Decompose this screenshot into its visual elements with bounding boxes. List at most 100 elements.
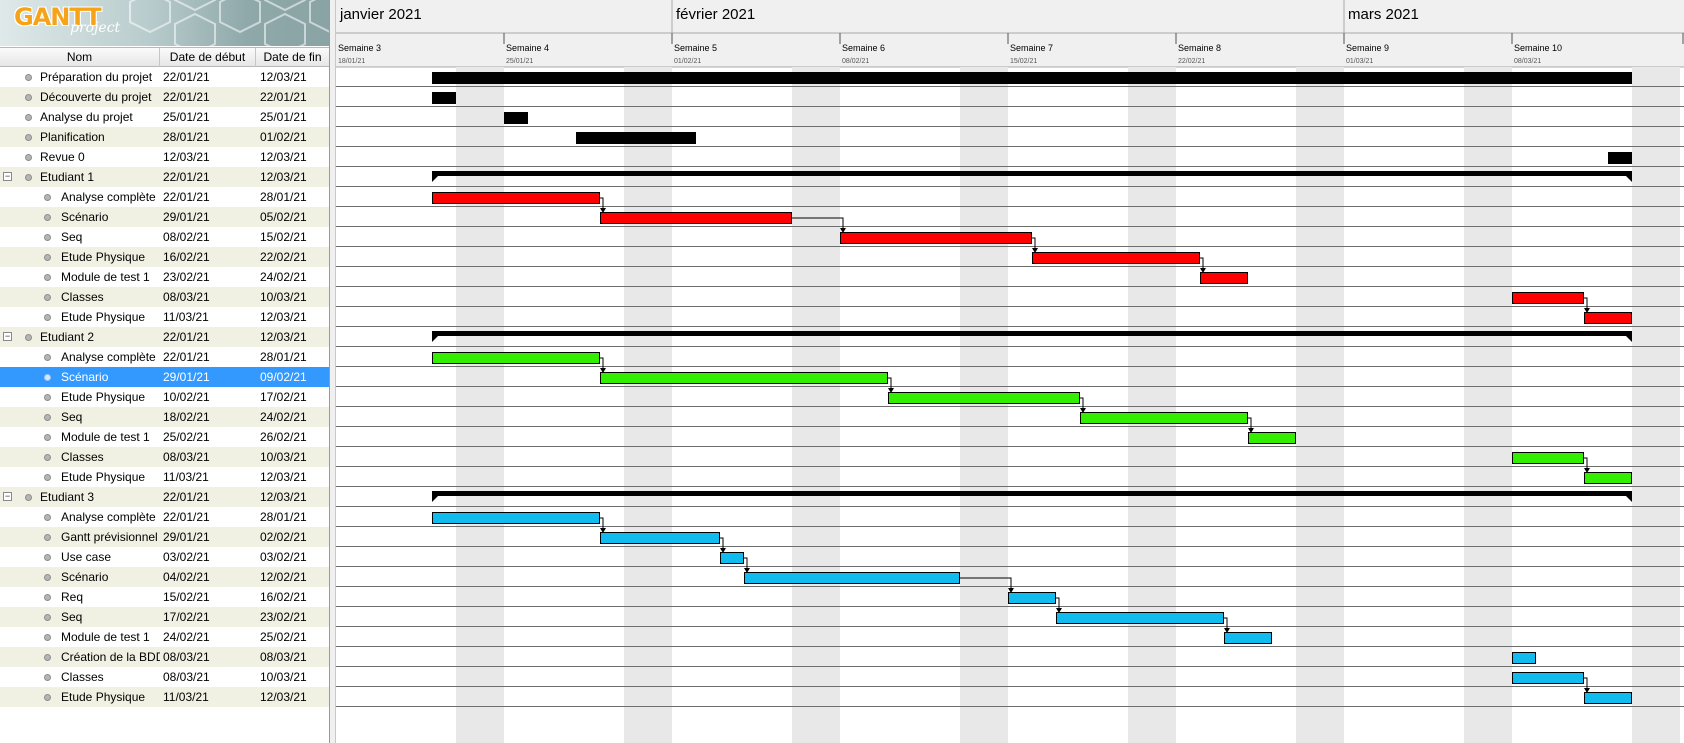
- summary-bar[interactable]: [432, 491, 1632, 496]
- task-start-date[interactable]: 11/03/21: [163, 690, 209, 704]
- task-start-date[interactable]: 22/01/21: [163, 330, 210, 344]
- task-bar[interactable]: [1080, 412, 1248, 424]
- task-end-date[interactable]: 09/02/21: [260, 370, 307, 384]
- task-bar[interactable]: [1200, 272, 1248, 284]
- task-end-date[interactable]: 05/02/21: [260, 210, 307, 224]
- task-name-cell[interactable]: Etude Physique: [0, 247, 160, 267]
- task-start-date[interactable]: 08/03/21: [163, 650, 210, 664]
- task-name-cell[interactable]: Module de test 1: [0, 267, 160, 287]
- task-end-date[interactable]: 12/03/21: [260, 310, 307, 324]
- task-start-date[interactable]: 22/01/21: [163, 350, 210, 364]
- task-start-date[interactable]: 15/02/21: [163, 590, 210, 604]
- task-bar[interactable]: [1584, 692, 1632, 704]
- task-start-date[interactable]: 29/01/21: [163, 530, 210, 544]
- task-end-date[interactable]: 08/03/21: [260, 650, 307, 664]
- task-start-date[interactable]: 03/02/21: [163, 550, 210, 564]
- task-name-cell[interactable]: −Etudiant 1: [0, 167, 160, 187]
- task-end-date[interactable]: 03/02/21: [260, 550, 307, 564]
- task-bar[interactable]: [504, 112, 528, 124]
- task-end-date[interactable]: 10/03/21: [260, 450, 307, 464]
- task-bar[interactable]: [1008, 592, 1056, 604]
- task-bar[interactable]: [576, 132, 696, 144]
- summary-bar[interactable]: [432, 331, 1632, 336]
- task-end-date[interactable]: 25/02/21: [260, 630, 307, 644]
- task-name-cell[interactable]: Etude Physique: [0, 307, 160, 327]
- task-bar[interactable]: [888, 392, 1080, 404]
- task-end-date[interactable]: 25/01/21: [260, 110, 307, 124]
- task-bar[interactable]: [840, 232, 1032, 244]
- task-bar[interactable]: [600, 532, 720, 544]
- task-bar[interactable]: [1608, 152, 1632, 164]
- task-start-date[interactable]: 22/01/21: [163, 190, 210, 204]
- task-bar[interactable]: [1584, 472, 1632, 484]
- task-bar[interactable]: [1512, 452, 1584, 464]
- task-start-date[interactable]: 22/01/21: [163, 170, 210, 184]
- collapse-toggle-icon[interactable]: −: [3, 491, 12, 501]
- task-bar[interactable]: [432, 192, 600, 204]
- task-end-date[interactable]: 22/01/21: [260, 90, 307, 104]
- task-name-cell[interactable]: Planification: [0, 127, 160, 147]
- summary-bar[interactable]: [432, 171, 1632, 176]
- task-bar[interactable]: [1512, 292, 1584, 304]
- task-name-cell[interactable]: Analyse complète: [0, 507, 160, 527]
- task-name-cell[interactable]: Analyse complète: [0, 347, 160, 367]
- task-start-date[interactable]: 25/02/21: [163, 430, 210, 444]
- task-start-date[interactable]: 10/02/21: [163, 390, 210, 404]
- task-start-date[interactable]: 29/01/21: [163, 370, 210, 384]
- task-end-date[interactable]: 10/03/21: [260, 290, 307, 304]
- task-start-date[interactable]: 11/03/21: [163, 310, 209, 324]
- task-bar[interactable]: [744, 572, 960, 584]
- collapse-toggle-icon[interactable]: −: [3, 171, 12, 181]
- task-start-date[interactable]: 22/01/21: [163, 90, 210, 104]
- task-name-cell[interactable]: Préparation du projet: [0, 67, 160, 87]
- task-start-date[interactable]: 16/02/21: [163, 250, 210, 264]
- task-start-date[interactable]: 08/03/21: [163, 450, 210, 464]
- task-end-date[interactable]: 12/03/21: [260, 470, 307, 484]
- task-end-date[interactable]: 12/03/21: [260, 490, 307, 504]
- column-header-name[interactable]: Nom: [0, 48, 160, 67]
- task-start-date[interactable]: 22/01/21: [163, 490, 210, 504]
- task-name-cell[interactable]: −Etudiant 3: [0, 487, 160, 507]
- task-end-date[interactable]: 28/01/21: [260, 510, 307, 524]
- task-end-date[interactable]: 12/03/21: [260, 690, 307, 704]
- task-end-date[interactable]: 12/03/21: [260, 170, 307, 184]
- task-bar[interactable]: [600, 372, 888, 384]
- task-bar[interactable]: [432, 92, 456, 104]
- task-end-date[interactable]: 10/03/21: [260, 670, 307, 684]
- task-end-date[interactable]: 17/02/21: [260, 390, 307, 404]
- task-bar[interactable]: [1584, 312, 1632, 324]
- task-end-date[interactable]: 12/02/21: [260, 570, 307, 584]
- task-start-date[interactable]: 23/02/21: [163, 270, 210, 284]
- task-end-date[interactable]: 22/02/21: [260, 250, 307, 264]
- column-header-start-date[interactable]: Date de début: [160, 48, 256, 67]
- task-bar[interactable]: [432, 72, 1632, 84]
- task-bar[interactable]: [432, 512, 600, 524]
- task-end-date[interactable]: 02/02/21: [260, 530, 307, 544]
- task-bar[interactable]: [1512, 672, 1584, 684]
- task-start-date[interactable]: 29/01/21: [163, 210, 210, 224]
- task-end-date[interactable]: 24/02/21: [260, 270, 307, 284]
- task-bar[interactable]: [432, 352, 600, 364]
- task-name-cell[interactable]: Etude Physique: [0, 387, 160, 407]
- task-start-date[interactable]: 24/02/21: [163, 630, 210, 644]
- task-end-date[interactable]: 26/02/21: [260, 430, 307, 444]
